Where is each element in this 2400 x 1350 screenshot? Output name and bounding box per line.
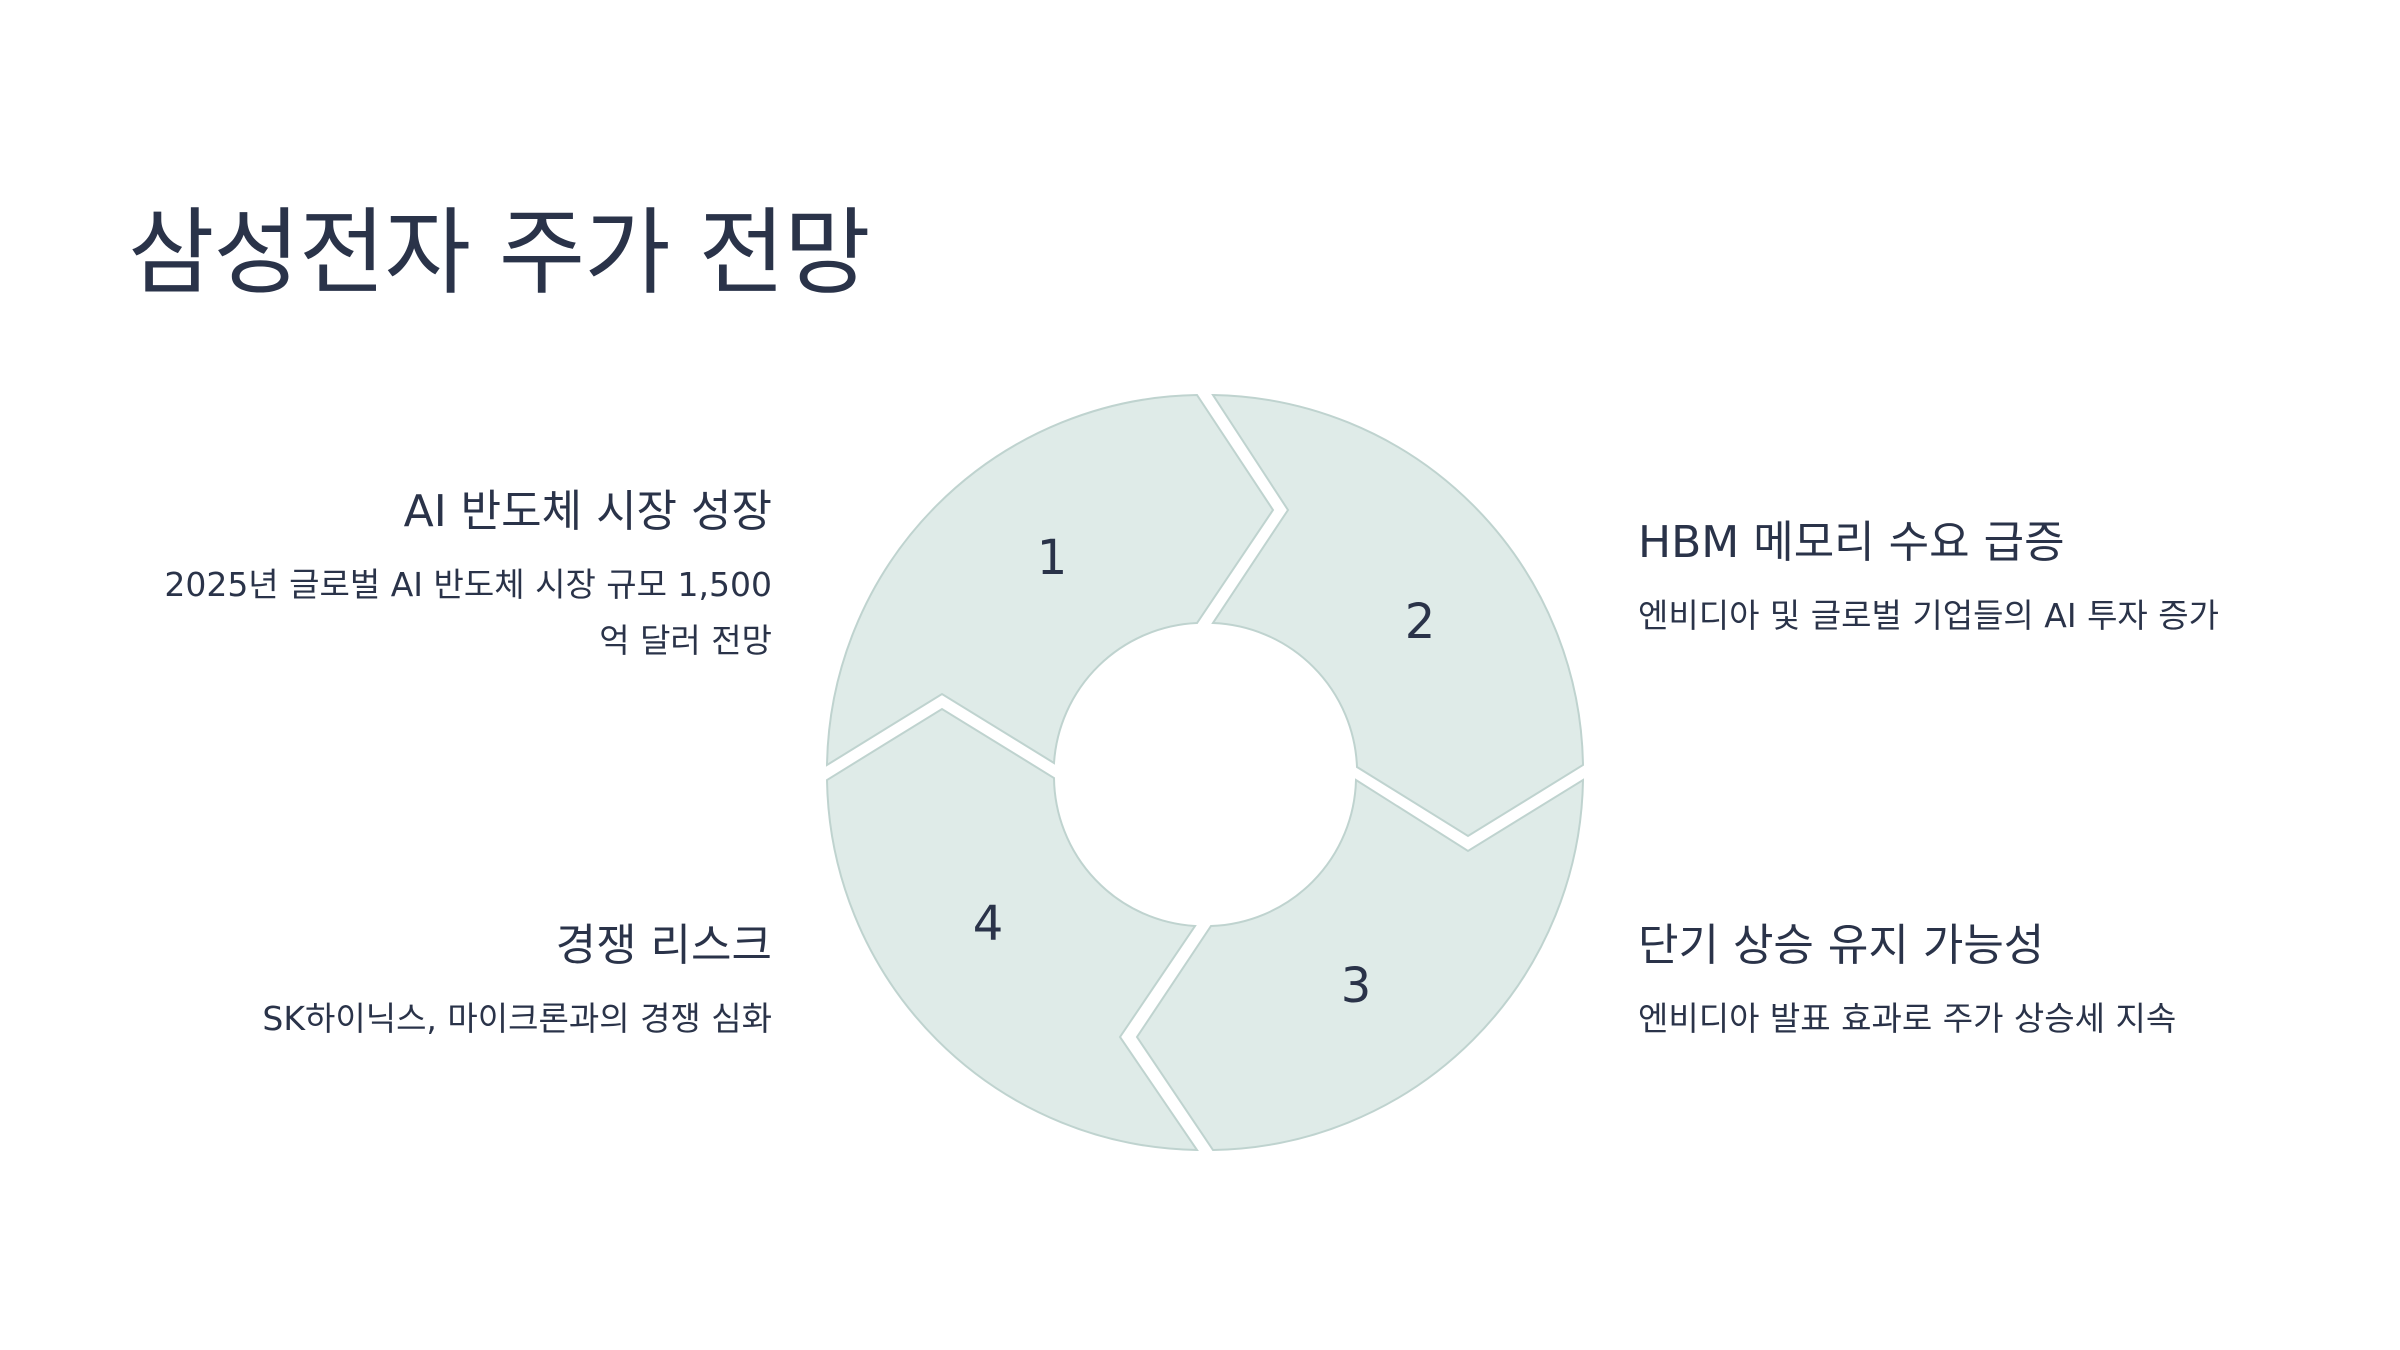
cycle-segment-4	[825, 707, 1199, 1152]
cycle-number-4: 4	[973, 896, 1004, 952]
step-2-text: HBM 메모리 수요 급증 엔비디아 및 글로벌 기업들의 AI 투자 증가	[1638, 515, 2298, 644]
cycle-number-1: 1	[1037, 530, 1068, 586]
cycle-number-2: 2	[1405, 594, 1436, 650]
step-2-heading: HBM 메모리 수요 급증	[1638, 517, 2065, 568]
step-4-heading: 경쟁 리스크	[555, 920, 772, 971]
cycle-segment-2	[1211, 393, 1585, 838]
step-4-description: SK하이닉스, 마이크론과의 경쟁 심화	[262, 999, 772, 1038]
step-2-description: 엔비디아 및 글로벌 기업들의 AI 투자 증가	[1638, 596, 2220, 635]
step-1-heading: AI 반도체 시장 성장	[403, 486, 772, 537]
cycle-segment-3	[1135, 778, 1585, 1152]
step-1-description: 2025년 글로벌 AI 반도체 시장 규모 1,500 억 달러 전망	[164, 565, 772, 661]
step-4-text: 경쟁 리스크 SK하이닉스, 마이크론과의 경쟁 심화	[112, 918, 772, 1047]
step-3-description: 엔비디아 발표 효과로 주가 상승세 지속	[1638, 999, 2177, 1038]
step-3-text: 단기 상승 유지 가능성 엔비디아 발표 효과로 주가 상승세 지속	[1638, 918, 2298, 1047]
cycle-number-3: 3	[1341, 958, 1372, 1014]
cycle-segment-1	[825, 393, 1275, 767]
page-title: 삼성전자 주가 전망	[128, 199, 871, 308]
step-1-text: AI 반도체 시장 성장 2025년 글로벌 AI 반도체 시장 규모 1,50…	[112, 484, 772, 669]
step-3-heading: 단기 상승 유지 가능성	[1638, 920, 2045, 971]
